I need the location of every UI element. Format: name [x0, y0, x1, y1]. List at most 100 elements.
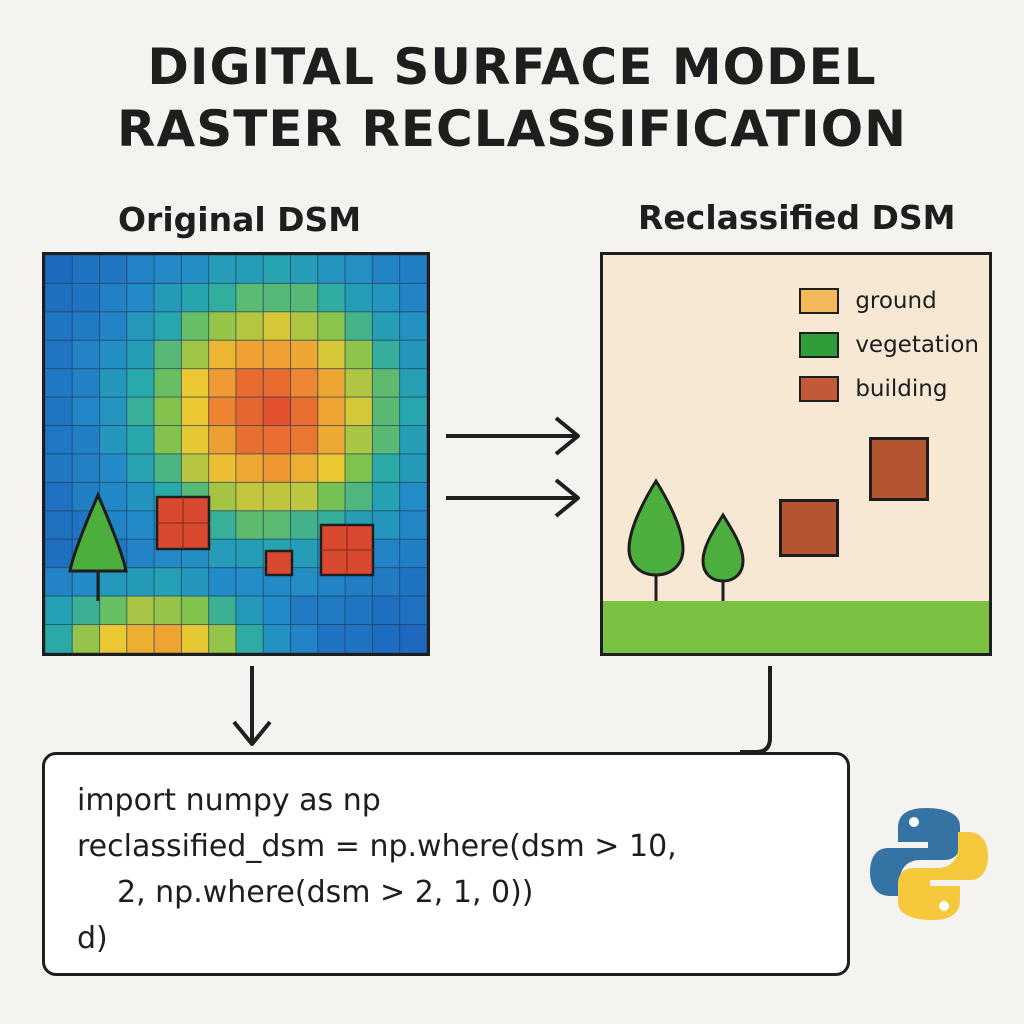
raster-cell — [208, 481, 237, 512]
raster-cell — [208, 538, 237, 569]
raster-cell — [153, 339, 182, 370]
arrow-down-icon — [232, 666, 272, 746]
title-line-1: DIGITAL SURFACE MODEL — [147, 38, 877, 96]
raster-cell — [344, 595, 373, 626]
raster-cell — [71, 595, 101, 626]
raster-cell — [153, 624, 182, 653]
raster-cell — [99, 339, 128, 370]
raster-cell — [290, 595, 319, 626]
raster-cell — [45, 311, 73, 341]
raster-cell — [371, 538, 401, 569]
raster-cell — [262, 453, 292, 483]
raster-cell — [153, 567, 182, 597]
raster-cell — [399, 255, 427, 284]
raster-cell — [180, 453, 210, 483]
raster-cell — [180, 368, 210, 398]
building-block-2 — [869, 437, 929, 501]
title-line-2: RASTER RECLASSIFICATION — [117, 100, 907, 158]
legend-item-building: building — [799, 367, 979, 411]
raster-cell — [71, 311, 101, 341]
raster-cell — [262, 425, 292, 455]
raster-cell — [371, 425, 401, 455]
raster-cell — [262, 368, 292, 398]
raster-cell — [262, 339, 292, 370]
raster-cell — [126, 538, 155, 569]
raster-cell — [45, 339, 73, 370]
ground-strip — [603, 601, 989, 653]
raster-cell — [290, 396, 319, 427]
raster-cell — [290, 255, 319, 284]
raster-cell — [99, 595, 128, 626]
python-logo-icon — [870, 808, 988, 920]
raster-cell — [317, 368, 346, 398]
raster-cell — [262, 282, 292, 313]
raster-cell — [399, 510, 427, 540]
code-line-1: import numpy as np — [77, 783, 381, 818]
raster-cell — [371, 567, 401, 597]
raster-cell — [45, 396, 73, 427]
raster-cell — [126, 255, 155, 284]
raster-cell — [290, 425, 319, 455]
raster-cell — [208, 624, 237, 653]
raster-cell — [71, 339, 101, 370]
raster-cell — [126, 481, 155, 512]
raster-cell — [371, 255, 401, 284]
code-line-2: reclassified_dsm = np.where(dsm > 10, — [77, 829, 677, 864]
raster-cell — [45, 624, 73, 653]
raster-cell — [208, 453, 237, 483]
raster-cell — [99, 453, 128, 483]
raster-cell — [208, 595, 237, 626]
raster-cell — [399, 538, 427, 569]
raster-grid — [45, 255, 427, 653]
raster-cell — [235, 396, 264, 427]
raster-cell — [290, 481, 319, 512]
raster-cell — [344, 282, 373, 313]
raster-cell — [99, 311, 128, 341]
raster-cell — [45, 425, 73, 455]
raster-cell — [262, 624, 292, 653]
building-block-1 — [779, 499, 839, 557]
raster-cell — [126, 510, 155, 540]
raster-cell — [208, 425, 237, 455]
raster-cell — [153, 368, 182, 398]
raster-cell — [371, 396, 401, 427]
raster-cell — [371, 311, 401, 341]
raster-cell — [262, 481, 292, 512]
raster-cell — [371, 624, 401, 653]
raster-cell — [317, 425, 346, 455]
raster-cell — [262, 595, 292, 626]
raster-cell — [344, 453, 373, 483]
raster-cell — [399, 567, 427, 597]
raster-cell — [71, 425, 101, 455]
raster-cell — [153, 453, 182, 483]
raster-cell — [45, 481, 73, 512]
raster-cell — [180, 425, 210, 455]
raster-cell — [371, 595, 401, 626]
raster-cell — [71, 255, 101, 284]
raster-cell — [208, 311, 237, 341]
raster-cell — [126, 453, 155, 483]
raster-cell — [126, 396, 155, 427]
raster-cell — [153, 425, 182, 455]
raster-cell — [317, 339, 346, 370]
raster-cell — [71, 282, 101, 313]
raster-cell — [45, 510, 73, 540]
raster-cell — [290, 311, 319, 341]
grid-building-2 — [319, 523, 375, 577]
raster-cell — [208, 339, 237, 370]
raster-cell — [99, 624, 128, 653]
raster-cell — [235, 425, 264, 455]
raster-cell — [235, 368, 264, 398]
raster-cell — [235, 311, 264, 341]
raster-cell — [290, 538, 319, 569]
raster-cell — [290, 567, 319, 597]
raster-cell — [235, 538, 264, 569]
raster-cell — [399, 481, 427, 512]
tree-icon — [627, 478, 685, 605]
raster-cell — [235, 453, 264, 483]
raster-cell — [71, 368, 101, 398]
raster-cell — [399, 282, 427, 313]
raster-cell — [317, 453, 346, 483]
raster-cell — [180, 595, 210, 626]
raster-cell — [126, 624, 155, 653]
